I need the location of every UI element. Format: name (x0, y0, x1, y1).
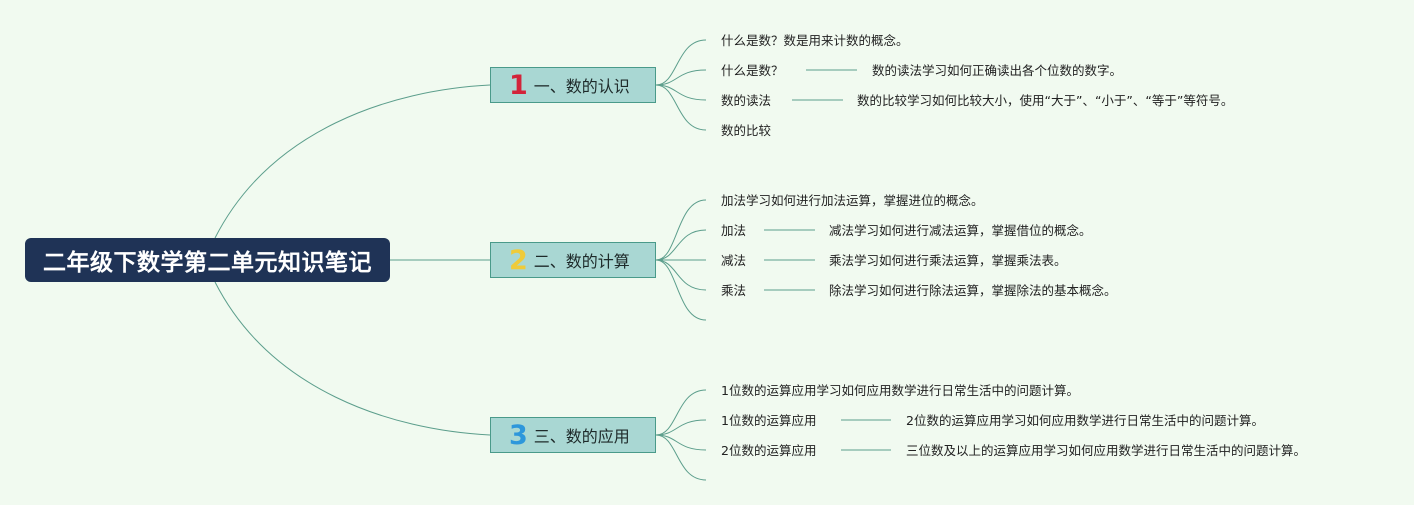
leaf-detail[interactable]: 三位数及以上的运算应用学习如何应用数学进行日常生活中的问题计算。 (906, 443, 1307, 458)
branch3-link-0 (655, 389, 707, 436)
branch2-link-3 (655, 259, 707, 291)
branch-topic-2[interactable]: 2 二、数的计算 (490, 242, 656, 278)
branch1-link-2 (655, 84, 707, 101)
leaf-text[interactable]: 减法 (721, 253, 747, 268)
branch1-link-1 (655, 69, 707, 86)
leaf-detail[interactable]: 减法学习如何进行减法运算，掌握借位的概念。 (829, 223, 1092, 238)
leaf-text[interactable]: 乘法 (721, 283, 747, 298)
leaf-detail[interactable]: 数的读法学习如何正确读出各个位数的数字。 (872, 63, 1123, 78)
number-1-icon: 1 (509, 69, 528, 101)
leaf-text[interactable]: 加法学习如何进行加法运算，掌握进位的概念。 (721, 193, 984, 208)
branch1-link-3 (655, 84, 707, 131)
leaf-detail[interactable]: 2位数的运算应用学习如何应用数学进行日常生活中的问题计算。 (906, 413, 1264, 428)
leaf-detail[interactable]: 数的比较学习如何比较大小，使用“大于”、“小于”、“等于”等符号。 (857, 93, 1234, 108)
leaf-text[interactable]: 什么是数？数是用来计数的概念。 (721, 33, 909, 48)
root-link-1 (214, 84, 491, 239)
root-topic[interactable]: 二年级下数学第二单元知识笔记 (25, 238, 390, 282)
leaf-detail[interactable]: 除法学习如何进行除法运算，掌握除法的基本概念。 (829, 283, 1117, 298)
leaf-text[interactable]: 什么是数？ (721, 63, 784, 78)
number-3-icon: 3 (509, 419, 528, 451)
number-2-icon: 2 (509, 244, 528, 276)
branch3-link-1 (655, 419, 707, 436)
branch3-link-3 (655, 434, 707, 481)
branch-label: 一、数的认识 (533, 77, 630, 96)
branch-topic-1[interactable]: 1 一、数的认识 (490, 67, 656, 103)
branch-topic-3[interactable]: 3 三、数的应用 (490, 417, 656, 453)
branch-label: 三、数的应用 (533, 427, 630, 446)
leaf-text[interactable]: 1位数的运算应用 (721, 413, 817, 428)
root-link-3 (214, 281, 491, 436)
branch2-link-1 (655, 229, 707, 261)
branch2-link-4 (655, 259, 707, 321)
branch-label: 二、数的计算 (533, 252, 630, 271)
leaf-text[interactable]: 1位数的运算应用学习如何应用数学进行日常生活中的问题计算。 (721, 383, 1079, 398)
branch1-link-0 (655, 39, 707, 86)
leaf-text[interactable]: 2位数的运算应用 (721, 443, 817, 458)
leaf-text[interactable]: 数的比较 (721, 123, 772, 138)
leaf-text[interactable]: 加法 (721, 223, 747, 238)
leaf-detail[interactable]: 乘法学习如何进行乘法运算，掌握乘法表。 (829, 253, 1067, 268)
leaf-text[interactable]: 数的读法 (721, 93, 772, 108)
branch2-link-0 (655, 199, 707, 261)
branch3-link-2 (655, 434, 707, 451)
